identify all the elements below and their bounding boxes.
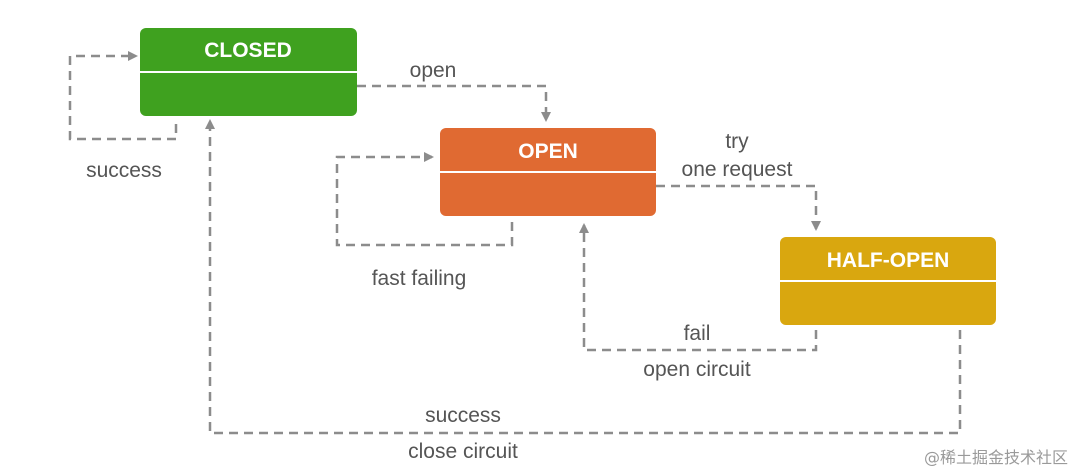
watermark-text: @稀土掘金技术社区: [923, 448, 1068, 467]
state-half-open: HALF-OPEN: [780, 237, 996, 325]
label-half-open-to-closed-line2: close circuit: [408, 440, 518, 463]
label-open-self: fast failing: [372, 267, 467, 290]
state-half-open-title: HALF-OPEN: [827, 249, 950, 272]
edge-closed-to-open: [357, 84, 551, 122]
edge-closed-self-loop: [68, 51, 178, 141]
state-closed: CLOSED: [140, 28, 357, 116]
label-closed-to-open: open: [410, 59, 457, 82]
label-closed-self: success: [86, 159, 162, 182]
state-open: OPEN: [440, 128, 656, 216]
edge-open-self-loop: [335, 152, 514, 247]
label-open-to-half-open-line1: try: [725, 130, 749, 153]
label-half-open-to-closed-line1: success: [425, 404, 501, 427]
label-half-open-to-open-line2: open circuit: [643, 358, 751, 381]
state-open-title: OPEN: [518, 140, 578, 163]
edges: [68, 51, 962, 435]
state-closed-title: CLOSED: [204, 39, 292, 62]
edge-half-open-to-closed: [205, 119, 962, 435]
edge-half-open-to-open: [579, 223, 818, 352]
edge-open-to-half-open: [656, 184, 821, 231]
label-half-open-to-open-line1: fail: [684, 322, 711, 345]
label-open-to-half-open-line2: one request: [682, 158, 793, 181]
